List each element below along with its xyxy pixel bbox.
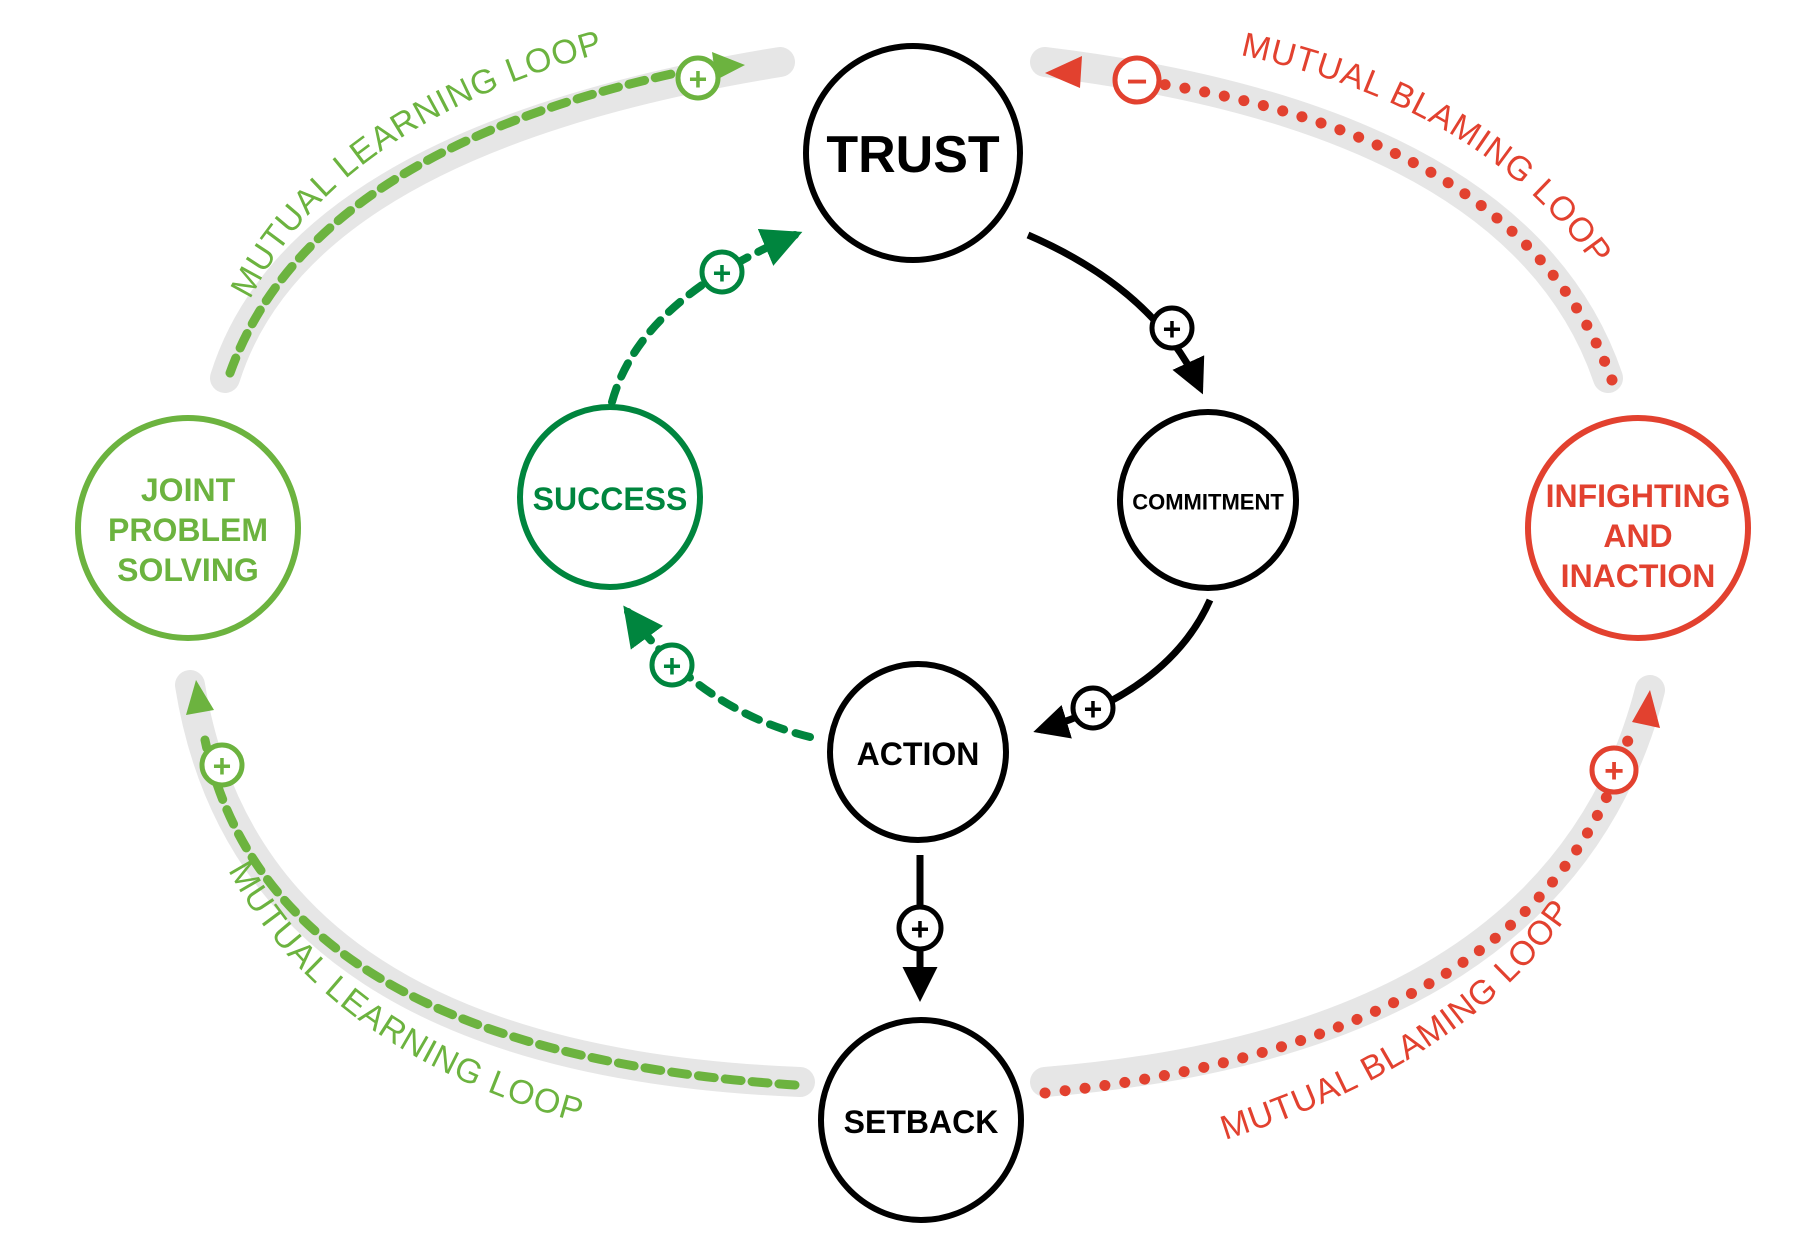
node-commitment-label: COMMITMENT	[1132, 490, 1284, 515]
svg-text:+: +	[689, 61, 708, 97]
node-infighting-and-inaction: INFIGHTING AND INACTION	[1525, 415, 1751, 641]
blaming-loop-bottom-label: MUTUAL BLAMING LOOP	[1216, 892, 1579, 1147]
node-joint-problem-solving: JOINT PROBLEM SOLVING	[75, 415, 301, 641]
svg-text:+: +	[911, 911, 930, 947]
blaming-loop-top-track	[1030, 47, 1623, 393]
svg-text:−: −	[1126, 61, 1147, 102]
node-success: SUCCESS	[517, 404, 703, 590]
edge-action-setback-polarity: +	[896, 904, 944, 952]
svg-text:+: +	[1604, 752, 1624, 790]
learning-loop-bottom-arrow	[200, 735, 800, 1090]
edge-commitment-action	[1033, 598, 1214, 739]
node-success-label: SUCCESS	[533, 481, 688, 517]
svg-text:+: +	[1163, 311, 1182, 347]
node-joint-label-line3: SOLVING	[117, 552, 259, 588]
edge-trust-commitment-polarity: +	[1149, 305, 1195, 351]
svg-text:+: +	[213, 748, 232, 784]
node-trust-label: TRUST	[826, 126, 1000, 184]
learning-loop-top-arrow	[225, 65, 695, 378]
node-commitment: COMMITMENT	[1117, 409, 1299, 591]
svg-text:+: +	[663, 648, 682, 684]
blaming-loop-top-label: MUTUAL BLAMING LOOP	[1238, 26, 1619, 272]
svg-text:+: +	[1084, 691, 1103, 727]
learning-loop-top-polarity: +	[675, 55, 721, 101]
edge-success-trust-polarity: +	[699, 249, 745, 295]
blaming-loop-bottom-track	[1030, 675, 1665, 1097]
node-trust: TRUST	[803, 43, 1023, 263]
edge-action-success	[623, 605, 814, 741]
node-setback-label: SETBACK	[844, 1104, 999, 1140]
edge-success-trust	[608, 228, 803, 406]
node-infighting-label-line1: INFIGHTING	[1546, 478, 1731, 514]
blaming-loop-bottom-polarity: +	[1589, 745, 1639, 795]
node-action-label: ACTION	[857, 736, 980, 772]
blaming-loop-top-arrowhead	[1045, 56, 1082, 88]
node-infighting-label-line3: INACTION	[1561, 558, 1716, 594]
node-infighting-label-line2: AND	[1603, 518, 1672, 554]
edge-action-success-polarity: +	[649, 642, 695, 688]
blaming-loop-bottom-arrowhead	[1632, 690, 1660, 728]
node-action: ACTION	[827, 661, 1009, 843]
node-joint-label-line1: JOINT	[141, 472, 236, 508]
learning-loop-top-arrowhead	[712, 52, 745, 80]
learning-loop-bottom-arrowhead	[186, 680, 214, 715]
edge-commitment-action-polarity: +	[1070, 685, 1116, 731]
node-setback: SETBACK	[818, 1017, 1024, 1223]
blaming-loop-top-polarity: −	[1112, 55, 1162, 105]
learning-loop-bottom-track	[175, 670, 815, 1097]
edge-trust-commitment	[1026, 231, 1205, 395]
node-joint-label-line2: PROBLEM	[108, 512, 268, 548]
svg-text:+: +	[713, 255, 732, 291]
blaming-loop-top-arrow	[1114, 72, 1618, 386]
learning-loop-bottom-polarity: +	[199, 742, 245, 788]
